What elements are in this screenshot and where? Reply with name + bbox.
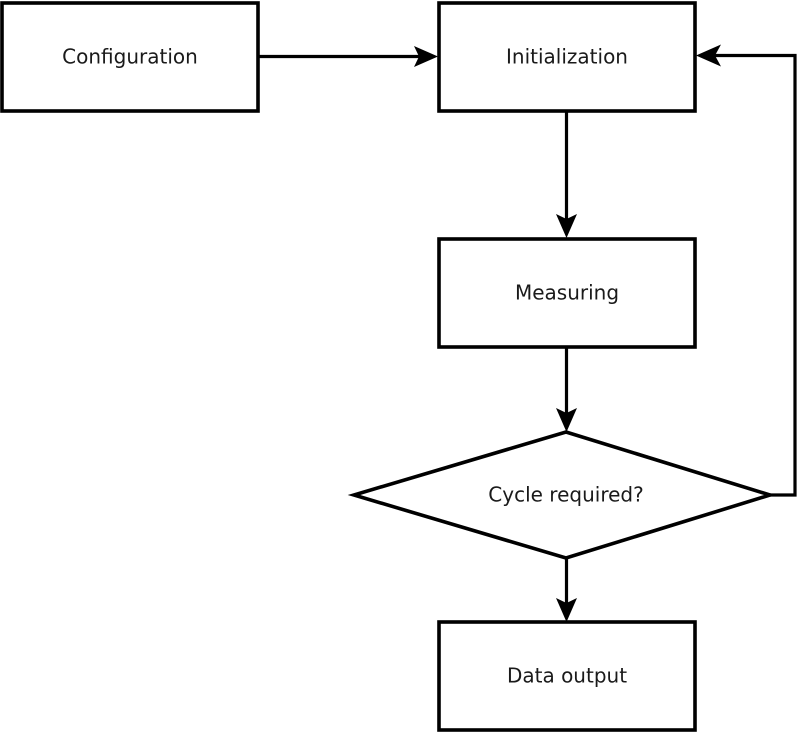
- node-data-output-label: Data output: [507, 664, 627, 688]
- edge-configuration-to-initialization: [258, 46, 438, 67]
- arrowhead-cycle-required-to-initialization-feedback: [696, 44, 721, 67]
- edge-line-cycle-required-to-initialization-feedback: [709, 53, 797, 497]
- node-cycle-required-diamond[interactable]: [347, 430, 777, 560]
- edge-initialization-to-measuring: [556, 111, 577, 238]
- edge-measuring-to-cycle-required: [556, 347, 577, 432]
- node-configuration-label: Configuration: [62, 45, 198, 69]
- edge-cycle-required-to-data-output: [556, 558, 577, 622]
- node-initialization[interactable]: Initialization: [437, 1, 697, 113]
- node-cycle-required-label: Cycle required?: [488, 483, 643, 507]
- node-measuring[interactable]: Measuring: [437, 237, 697, 349]
- node-measuring-label: Measuring: [515, 281, 619, 305]
- node-data-output-box[interactable]: [437, 620, 697, 732]
- arrowhead-measuring-to-cycle-required: [556, 408, 577, 432]
- node-cycle-required[interactable]: Cycle required?: [347, 430, 777, 560]
- arrowhead-cycle-required-to-data-output: [556, 598, 577, 622]
- node-configuration-box[interactable]: [0, 1, 260, 113]
- arrowhead-initialization-to-measuring: [556, 214, 577, 238]
- arrowhead-configuration-to-initialization: [414, 46, 438, 67]
- edge-cycle-required-to-initialization-feedback: [696, 44, 797, 497]
- node-data-output[interactable]: Data output: [437, 620, 697, 732]
- node-measuring-box[interactable]: [437, 237, 697, 349]
- node-initialization-label: Initialization: [506, 45, 628, 69]
- node-initialization-box[interactable]: [437, 1, 697, 113]
- node-configuration[interactable]: Configuration: [0, 1, 260, 113]
